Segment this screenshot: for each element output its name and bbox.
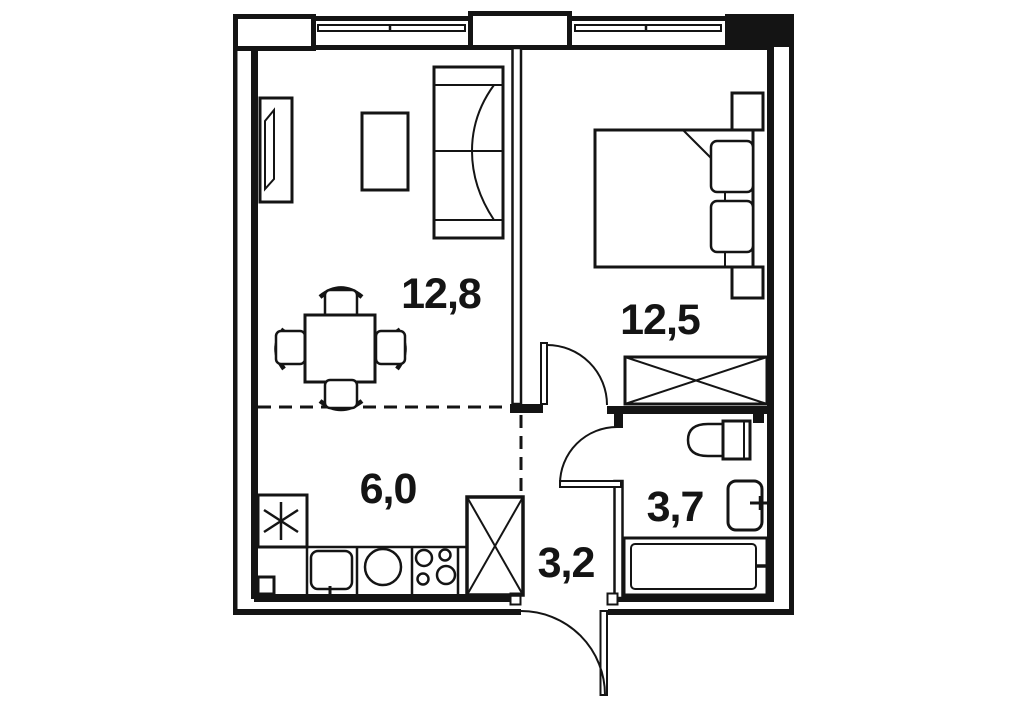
toilet-icon — [686, 419, 752, 461]
bathroom-corner-block — [753, 413, 764, 423]
room-area-labels: 12,8 12,5 6,0 3,2 3,7 — [360, 270, 705, 587]
bed-outline — [593, 128, 755, 269]
window-left-glazing-icon — [317, 24, 466, 32]
nightstand-bottom-icon — [730, 265, 765, 300]
sink-bowl — [309, 549, 354, 591]
wardrobe-cross-2 — [624, 356, 768, 405]
entrance-jamb-right — [606, 592, 619, 606]
windows — [233, 11, 725, 51]
bedroom-door-swing-icon — [546, 344, 608, 406]
window-right-glazing-icon — [574, 24, 722, 32]
pilaster-top-left — [233, 14, 316, 51]
chair-seat-bottom — [323, 378, 359, 410]
entrance-door-leaf — [599, 610, 608, 696]
dining-table-icon — [303, 313, 377, 384]
hallway-area-label: 3,2 — [538, 539, 595, 587]
bathroom-door-stub — [614, 414, 623, 428]
wall-right-inner — [767, 45, 774, 599]
dining-set — [274, 286, 407, 412]
entrance-door — [520, 610, 608, 696]
zone-boundary-dashed — [258, 405, 523, 497]
kitchen-counter — [256, 545, 467, 596]
fridge-asterisk-icon — [256, 493, 309, 549]
chair-seat-left — [274, 329, 307, 366]
wall-bottom-inner-right — [617, 594, 774, 602]
bedroom-door — [540, 342, 608, 406]
hall-cabinet-outline — [465, 495, 525, 597]
bedroom-area-label: 12,5 — [620, 296, 700, 344]
bathroom-door-leaf — [559, 480, 622, 488]
bathroom-furniture — [622, 419, 769, 597]
tv-screen — [264, 107, 275, 192]
living-room-furniture — [258, 65, 505, 412]
chair-seat-right — [374, 329, 407, 366]
nightstand-top-icon — [730, 91, 765, 132]
wall-bedroom-bathroom — [607, 406, 767, 414]
bathtub-icon — [622, 536, 769, 597]
burner-2 — [438, 548, 452, 562]
wall-left-inner — [251, 45, 258, 599]
bathroom-area-label: 3,7 — [647, 483, 704, 531]
kitchen-furniture — [256, 493, 525, 600]
living-room-area-label: 12,8 — [401, 270, 481, 318]
partition-cap — [510, 404, 543, 413]
pillow-top-icon — [709, 139, 755, 194]
bathroom-door-swing-icon — [559, 426, 618, 485]
fridge-star-3 — [263, 508, 299, 534]
kitchen-area-label: 6,0 — [360, 465, 417, 513]
wall-right-outer — [789, 14, 794, 615]
wall-top-right-block — [725, 14, 793, 47]
wall-left-outer — [233, 14, 238, 615]
entrance-door-swing-icon — [520, 610, 606, 696]
bedroom-wardrobe-icon — [623, 355, 769, 406]
tv-stand-outline — [258, 96, 294, 204]
washbasin-icon — [726, 479, 767, 532]
bathtub-outline — [622, 536, 769, 597]
stove-icon — [414, 548, 457, 586]
bedroom-furniture — [593, 91, 769, 406]
burner-1 — [414, 548, 434, 568]
burner-3 — [416, 572, 430, 586]
corner-duct — [256, 575, 276, 596]
kitchen-sink-icon — [309, 549, 354, 600]
hall-cabinet-cross-2 — [466, 496, 524, 596]
washing-machine-icon — [363, 547, 403, 587]
bathroom-wall-lower — [613, 479, 624, 600]
wardrobe-outline — [623, 355, 769, 406]
wall-bottom-outer-right — [608, 609, 794, 615]
chair-back-top — [318, 286, 364, 299]
partition-living-bedroom — [511, 46, 523, 406]
washbasin-bowl — [726, 479, 764, 532]
pilaster-top-middle — [468, 11, 572, 50]
pillow-bottom-icon — [709, 199, 755, 254]
coffee-table-icon — [360, 111, 410, 192]
hall-cabinet-icon — [465, 495, 525, 597]
bedroom-door-leaf — [540, 342, 548, 405]
sofa-back-cushion — [470, 84, 495, 221]
burner-4 — [435, 564, 457, 586]
wall-bottom-outer-left — [233, 609, 521, 615]
sofa-icon — [432, 65, 505, 240]
tv-stand-icon — [258, 96, 294, 204]
toilet-bowl — [686, 422, 725, 458]
sofa-outline — [432, 65, 505, 240]
double-bed-icon — [593, 128, 755, 269]
wall-bottom-inner-left — [254, 594, 513, 602]
toilet-tank — [721, 419, 752, 461]
bathroom-door — [559, 426, 622, 488]
bathtub-inner — [630, 543, 757, 590]
